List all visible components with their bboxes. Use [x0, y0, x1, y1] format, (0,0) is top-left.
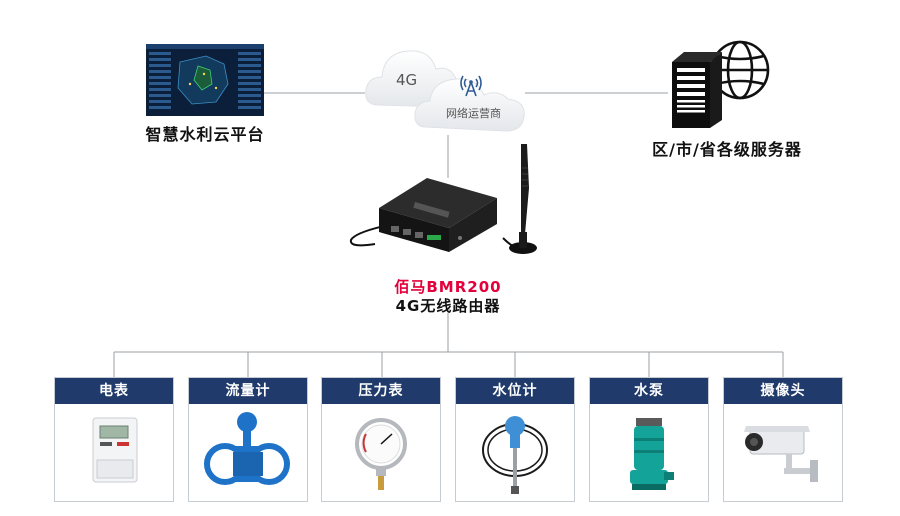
operator-label: 网络运营商	[446, 107, 501, 120]
water-pump-icon	[630, 418, 674, 490]
platform-screen	[146, 44, 264, 116]
platform-label: 智慧水利云平台	[145, 125, 265, 144]
router-icon	[349, 144, 537, 254]
network-cloud: 4G 网络运营商	[360, 35, 532, 137]
device-card-pressure-gauge: 压力表	[321, 377, 441, 502]
dashboard-icon	[146, 44, 264, 116]
device-card-electric-meter: 电表	[54, 377, 174, 502]
router-brand: 佰马BMR200	[394, 278, 502, 296]
antenna-icon	[460, 73, 482, 97]
device-title: 流量计	[189, 378, 307, 404]
cloud-icon	[365, 50, 525, 132]
device-title: 电表	[55, 378, 173, 404]
server-group	[666, 32, 770, 128]
flow-meter-icon	[204, 412, 290, 485]
device-title: 水位计	[456, 378, 574, 404]
server-tower-icon	[672, 52, 722, 128]
router-device	[345, 128, 545, 268]
pressure-gauge-icon	[355, 418, 407, 490]
router-model: 4G无线路由器	[395, 297, 501, 315]
device-card-water-level-meter: 水位计	[455, 377, 575, 502]
device-card-flow-meter: 流量计	[188, 377, 308, 502]
device-title: 压力表	[322, 378, 440, 404]
camera-icon	[744, 426, 818, 482]
water-level-meter-icon	[482, 416, 548, 494]
server-globe-icon	[672, 40, 770, 128]
device-title: 摄像头	[724, 378, 842, 404]
electric-meter-icon	[92, 417, 138, 483]
device-title: 水泵	[590, 378, 708, 404]
network-type: 4G	[396, 71, 418, 89]
device-card-camera: 摄像头	[723, 377, 843, 502]
server-label: 区/市/省各级服务器	[652, 140, 802, 159]
device-card-water-pump: 水泵	[589, 377, 709, 502]
